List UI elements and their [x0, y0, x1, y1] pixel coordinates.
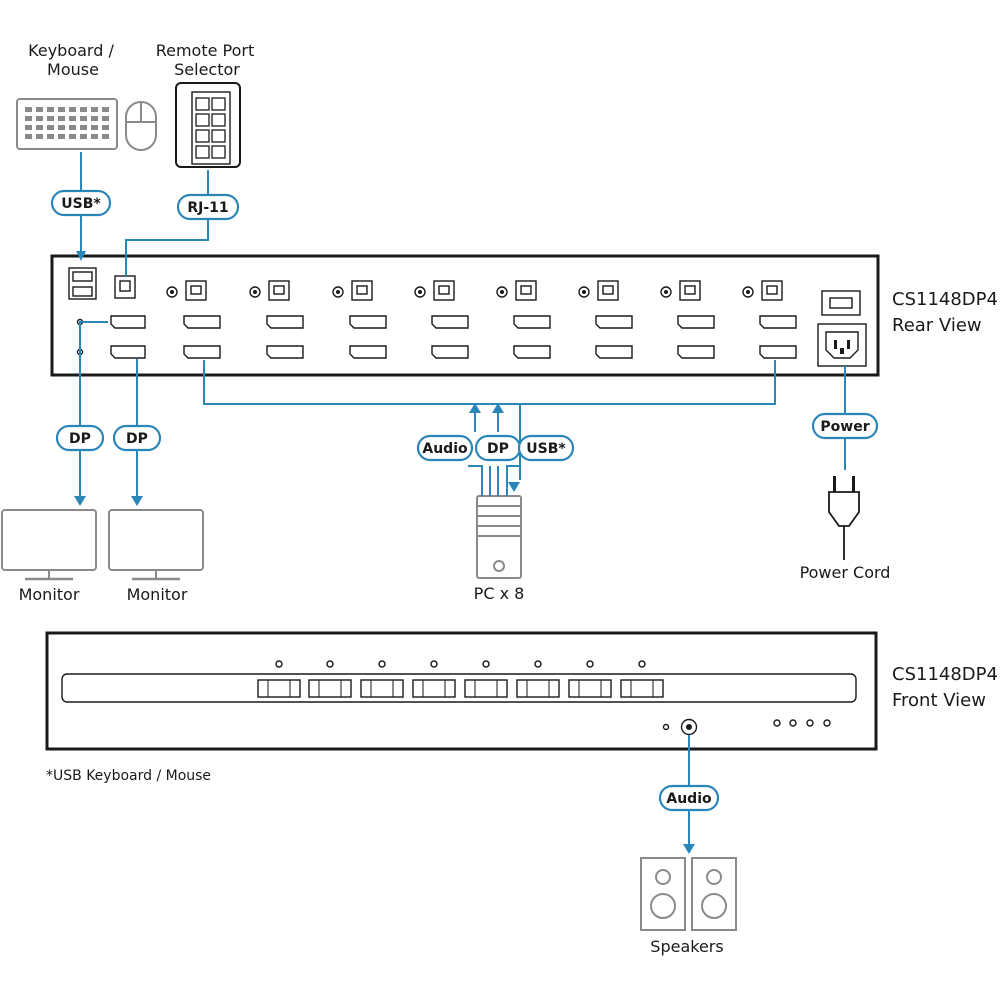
dp-connection-label-text: DP — [126, 431, 148, 447]
rj11-port — [114, 275, 136, 299]
remote-port-caption-line1: Remote Port — [156, 41, 255, 60]
monitor-icon — [108, 509, 204, 581]
status-led — [789, 719, 797, 727]
monitor-right-caption: Monitor — [127, 585, 188, 604]
pc-port-group — [166, 280, 221, 359]
usb-connection-label: USB* — [50, 189, 112, 217]
keyboard-icon — [16, 98, 118, 150]
port-selection-button — [257, 660, 301, 698]
power-switch — [821, 290, 861, 316]
keyboard-mouse-caption-line2: Mouse — [47, 60, 99, 79]
mouse-icon — [125, 101, 157, 151]
usb-connection-label: USB* — [517, 434, 575, 462]
port-selection-button — [620, 660, 664, 698]
audio-connection-label-text: Audio — [666, 791, 712, 807]
audio-connection-label-text: Audio — [422, 441, 468, 457]
usb-connection-label-text: USB* — [61, 196, 101, 212]
rj11-connection-label-text: RJ-11 — [187, 200, 228, 216]
status-led — [806, 719, 814, 727]
pc-port-group — [249, 280, 304, 359]
rear-panel — [50, 254, 880, 377]
port-selection-button — [308, 660, 352, 698]
rear-view-label: Rear View — [892, 315, 982, 336]
pc-caption: PC x 8 — [474, 584, 525, 603]
keyboard-mouse-caption-line1: Keyboard / — [28, 41, 114, 60]
dp-connection-label-text: DP — [487, 441, 509, 457]
dp-connection-label-text: DP — [69, 431, 91, 447]
front-panel — [45, 631, 878, 751]
pc-port-group — [660, 280, 715, 359]
front-led — [662, 723, 670, 731]
power-socket — [817, 323, 867, 367]
monitor-left-caption: Monitor — [19, 585, 80, 604]
rj11-connection-label: RJ-11 — [176, 193, 240, 221]
pc-tower-icon — [476, 495, 522, 579]
dp-connection-label: DP — [112, 424, 162, 452]
cable-pc-bus — [203, 360, 776, 496]
status-led — [823, 719, 831, 727]
pc-port-group — [578, 280, 633, 359]
power-connection-label-text: Power — [820, 419, 869, 435]
pc-port-group — [414, 280, 469, 359]
speaker-icon — [640, 857, 686, 931]
port-selection-button — [516, 660, 560, 698]
front-model-label: CS1148DP4 — [892, 664, 998, 685]
monitor-icon — [1, 509, 97, 581]
front-view-label: Front View — [892, 690, 986, 711]
rear-model-label: CS1148DP4 — [892, 289, 998, 310]
remote-port-caption-line2: Selector — [174, 60, 240, 79]
footnote: *USB Keyboard / Mouse — [46, 768, 211, 784]
remote-port-selector-icon — [175, 82, 241, 168]
pc-port-group — [496, 280, 551, 359]
speaker-icon — [691, 857, 737, 931]
status-led — [773, 719, 781, 727]
audio-connection-label: Audio — [658, 784, 720, 812]
power-connection-label: Power — [811, 412, 879, 440]
dp-connection-label: DP — [474, 434, 522, 462]
pc-port-group — [742, 280, 797, 359]
speakers-caption: Speakers — [650, 937, 723, 956]
port-selection-button — [464, 660, 508, 698]
audio-jack — [680, 718, 698, 736]
console-dp-ports — [110, 315, 146, 359]
usb-console-ports — [68, 267, 97, 300]
audio-connection-label: Audio — [416, 434, 474, 462]
power-plug-icon — [828, 476, 860, 560]
pc-port-group — [332, 280, 387, 359]
dp-connection-label: DP — [55, 424, 105, 452]
port-selection-button — [412, 660, 456, 698]
usb-connection-label-text: USB* — [526, 441, 566, 457]
port-selection-button — [568, 660, 612, 698]
power-cord-caption: Power Cord — [800, 563, 891, 582]
port-selection-button — [360, 660, 404, 698]
